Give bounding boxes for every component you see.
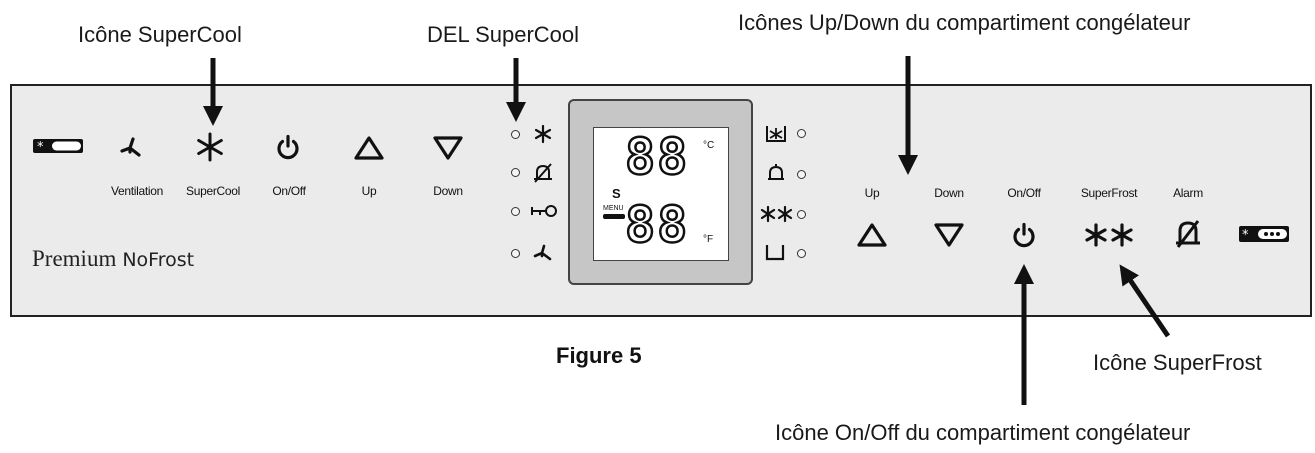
callout-supercool-icon: Icône SuperCool <box>78 22 242 47</box>
led-supercool <box>511 130 520 139</box>
label-supercool: SuperCool <box>185 184 241 198</box>
callout-supercool-led: DEL SuperCool <box>427 22 580 47</box>
label-freezer-down: Down <box>934 186 964 200</box>
bell-off-icon[interactable] <box>1173 218 1203 250</box>
fridge-indicator-icon: * <box>33 139 83 154</box>
figure-caption: Figure 5 <box>556 343 642 368</box>
key-icon <box>531 205 557 217</box>
callout-superfrost-icon: Icône SuperFrost <box>1093 350 1262 375</box>
bell-off-icon <box>534 163 552 183</box>
double-snowflake-icon <box>760 205 793 223</box>
label-up: Up <box>361 184 377 198</box>
svg-text:*: * <box>1242 228 1249 243</box>
led-superfrost <box>797 210 806 219</box>
unit-fahrenheit: °F <box>703 234 714 245</box>
svg-text:*: * <box>37 140 44 154</box>
callout-freezer-updown: Icônes Up/Down du compartiment congélate… <box>738 10 1191 35</box>
display-s-label: S <box>612 186 621 201</box>
triangle-up-icon[interactable] <box>856 222 888 248</box>
label-ventilation: Ventilation <box>110 184 164 198</box>
display-screen <box>593 127 729 261</box>
power-icon[interactable] <box>274 133 302 161</box>
brand-name: Premium <box>32 246 117 271</box>
double-snowflake-icon[interactable] <box>1083 222 1135 248</box>
snowflake-icon[interactable] <box>194 131 226 163</box>
callout-freezer-onoff: Icône On/Off du compartiment congélateur <box>775 420 1191 445</box>
led-lock <box>511 207 520 216</box>
display-menu-bar <box>603 214 625 219</box>
led-ventilation <box>511 249 520 258</box>
label-down: Down <box>433 184 463 198</box>
triangle-up-icon[interactable] <box>353 135 385 161</box>
arrow-superfrost <box>1119 264 1171 338</box>
label-alarm: Alarm <box>1173 186 1203 200</box>
fan-icon[interactable] <box>116 133 146 163</box>
triangle-down-icon[interactable] <box>432 135 464 161</box>
ice-tray-icon <box>766 126 786 142</box>
led-alarm <box>797 170 806 179</box>
freezer-indicator-icon: * <box>1239 226 1289 243</box>
fan-icon <box>533 244 552 261</box>
power-icon[interactable] <box>1010 221 1038 249</box>
led-ice-maker <box>797 129 806 138</box>
display-top-digits: 88 <box>624 128 690 186</box>
label-freezer-up: Up <box>864 186 880 200</box>
brand-subname: NoFrost <box>122 249 195 271</box>
led-container <box>797 249 806 258</box>
bell-icon <box>768 164 784 180</box>
container-icon <box>765 245 785 261</box>
label-freezer-onoff: On/Off <box>1007 186 1041 200</box>
led-alarm-off <box>511 168 520 177</box>
display-bottom-digits: 88 <box>624 196 690 254</box>
triangle-down-icon[interactable] <box>933 222 965 248</box>
display-menu-label: MENU <box>603 205 624 212</box>
label-superfrost: SuperFrost <box>1080 186 1138 200</box>
snowflake-icon <box>534 124 552 144</box>
label-onoff: On/Off <box>272 184 306 198</box>
unit-celsius: °C <box>703 140 715 151</box>
